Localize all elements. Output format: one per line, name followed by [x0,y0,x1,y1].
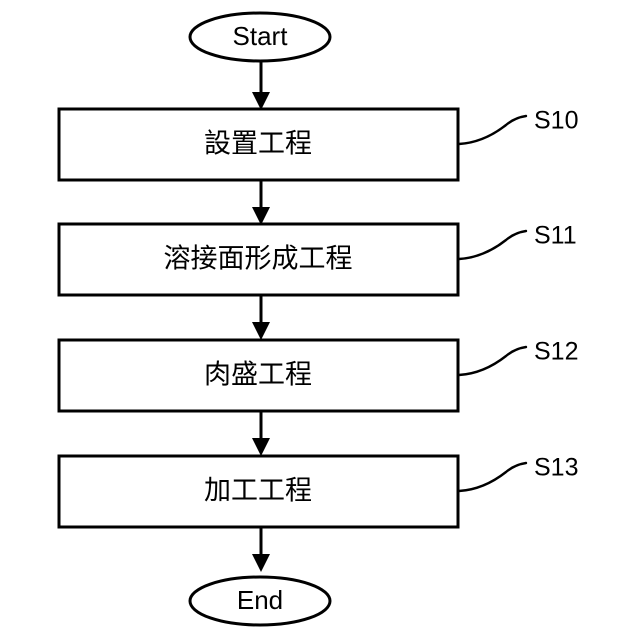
arrow-head-icon [252,92,270,110]
arrow-head-icon [252,438,270,456]
arrow-head-icon [252,554,270,572]
connector-step-1-to-step-2 [252,180,270,225]
process-label-2: 溶接面形成工程 [164,244,353,275]
step-callout-2: S11 [457,222,577,261]
step-id-label-4: S13 [534,454,578,482]
leader-line-1 [457,114,528,146]
leader-line-2 [457,229,528,261]
step-id-label-1: S10 [534,107,578,135]
connector-step-4-to-end [252,527,270,572]
leader-line-4 [457,461,528,493]
connector-step-2-to-step-3 [252,295,270,340]
process-rect-4 [57,454,460,529]
start-label: Start [233,21,289,51]
process-box-2: 溶接面形成工程 [57,222,460,297]
arrow-head-icon [252,207,270,225]
step-callout-4: S13 [457,454,578,493]
step-callout-3: S12 [457,338,578,377]
end-label: End [237,585,283,615]
process-box-4: 加工工程 [57,454,460,529]
connector-start-to-step-1 [252,61,270,110]
process-box-3: 肉盛工程 [57,338,460,413]
end-terminator: End [188,575,332,627]
leader-line-3 [457,345,528,377]
start-terminator: Start [188,11,332,63]
end-ellipse [188,575,332,627]
process-label-3: 肉盛工程 [204,360,312,391]
step-callout-1: S10 [457,107,578,146]
process-rect-2 [57,222,460,297]
connector-step-3-to-step-4 [252,411,270,456]
process-box-1: 設置工程 [57,107,460,182]
process-label-1: 設置工程 [204,129,312,160]
arrow-head-icon [252,322,270,340]
step-id-label-2: S11 [534,222,577,250]
process-rect-1 [57,107,460,182]
process-label-4: 加工工程 [204,476,312,507]
step-id-label-3: S12 [534,338,578,366]
